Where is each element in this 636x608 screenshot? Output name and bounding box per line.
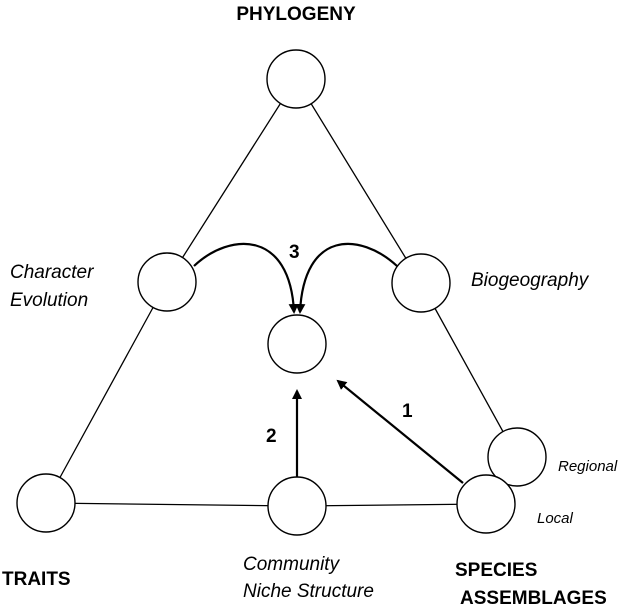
label-phylogeny: PHYLOGENY	[236, 4, 356, 25]
node-community	[267, 476, 327, 536]
edge-phylogeny-character	[166, 78, 297, 283]
edge-phylogeny-biogeography	[295, 78, 422, 284]
edge-community-species	[296, 503, 487, 507]
arrow-3-left	[193, 242, 299, 314]
label-community: Community	[243, 554, 341, 575]
label-assemblages: ASSEMBLAGES	[460, 588, 607, 608]
edge-character-traits	[45, 281, 168, 504]
arrow-3-right	[295, 242, 398, 314]
label-niche-structure: Niche Structure	[243, 581, 374, 602]
label-traits: TRAITS	[2, 569, 71, 590]
label-local: Local	[537, 510, 574, 527]
label-regional: Regional	[558, 458, 618, 475]
edge-biogeography-regional	[420, 282, 518, 458]
node-biogeography	[391, 253, 451, 313]
edge-traits-community	[45, 502, 298, 507]
node-traits	[16, 473, 76, 533]
label-arrow-2: 2	[266, 426, 277, 447]
node-center	[267, 314, 327, 374]
node-character-evolution	[137, 252, 197, 312]
label-arrow-3: 3	[289, 242, 300, 263]
label-arrow-1: 1	[402, 401, 413, 422]
node-local	[456, 474, 516, 534]
node-regional	[487, 427, 547, 487]
label-species: SPECIES	[455, 560, 537, 581]
node-phylogeny	[266, 49, 326, 109]
label-character: Character	[10, 262, 94, 283]
label-evolution: Evolution	[10, 290, 88, 311]
label-biogeography: Biogeography	[471, 270, 590, 291]
arrow-1	[336, 379, 464, 484]
